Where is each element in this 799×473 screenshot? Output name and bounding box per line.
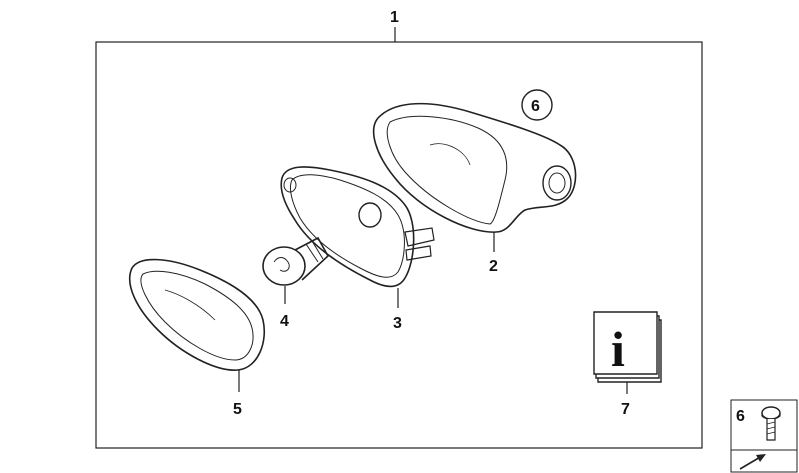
reflector-part-3 xyxy=(280,166,435,288)
callout-3-reflector: 3 xyxy=(393,315,402,332)
screw-icon xyxy=(761,406,781,441)
housing-part-2 xyxy=(372,102,577,233)
lens-part-5 xyxy=(128,258,265,371)
info-sheet-part-7: i xyxy=(593,311,662,383)
circled-ref-6-label: 6 xyxy=(531,98,540,115)
inset-6-label: 6 xyxy=(736,408,745,425)
arrow-icon xyxy=(739,454,766,470)
bulb-part-4 xyxy=(262,236,330,286)
circled-ref-6: 6 xyxy=(521,89,553,121)
screw-inset-6: 6 xyxy=(730,399,798,473)
callout-5-lens: 5 xyxy=(233,401,242,418)
callout-4-bulb: 4 xyxy=(280,313,289,330)
callout-2-housing: 2 xyxy=(489,258,498,275)
info-icon: i xyxy=(611,321,625,377)
callout-7-info: 7 xyxy=(621,401,630,418)
callout-1-assembly: 1 xyxy=(390,9,399,26)
assembly-frame xyxy=(95,41,703,449)
